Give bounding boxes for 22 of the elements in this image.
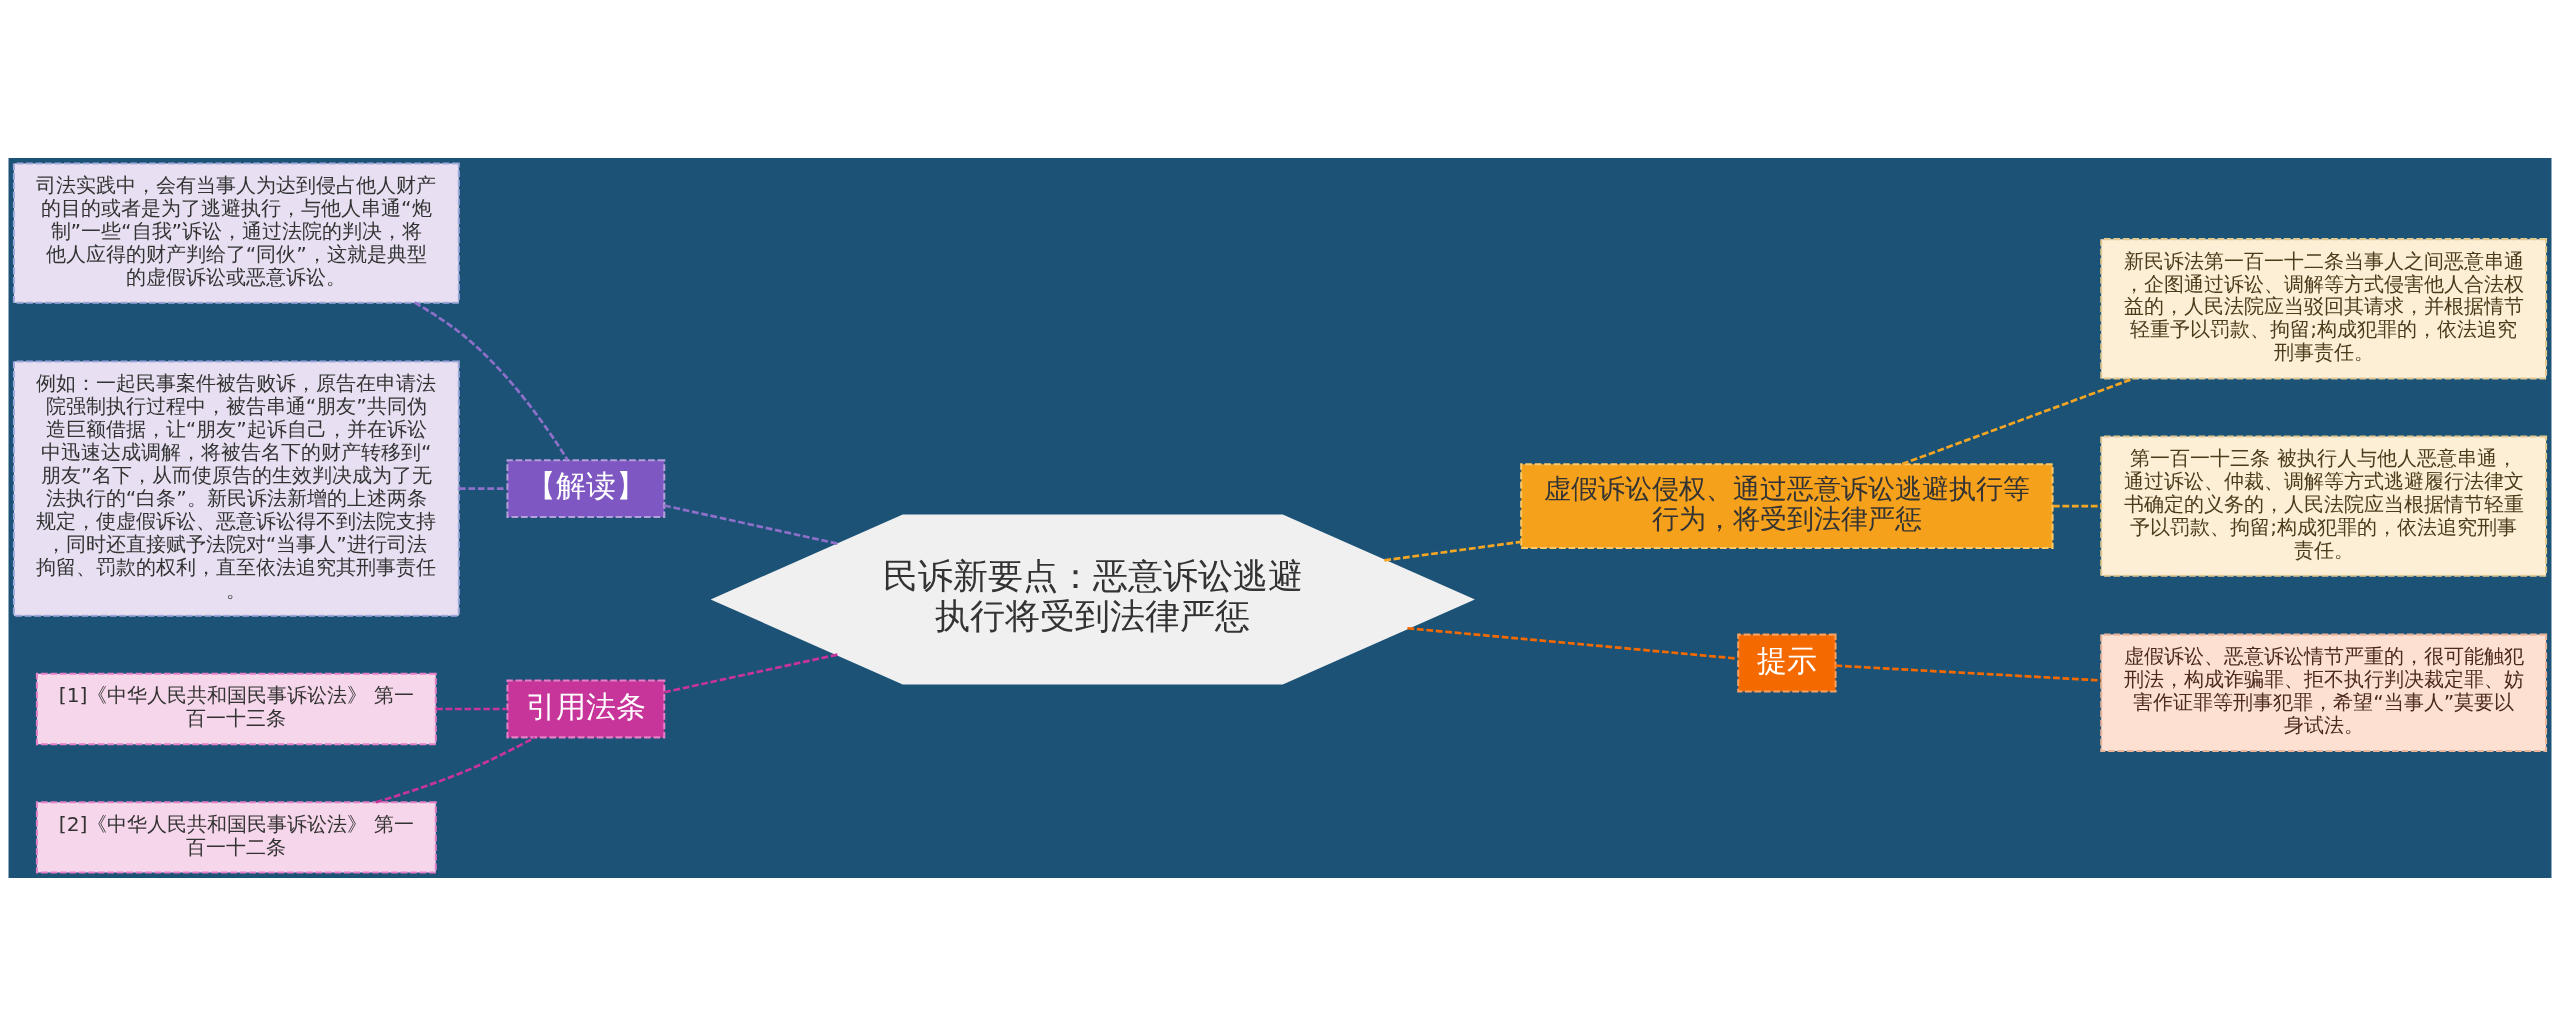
connector bbox=[1835, 663, 2102, 682]
node-box: 例如：一起民事案件被告败诉，原告在申请法院强制执行过程中，被告串通“朋友”共同伪造巨额借据，让“朋友”起诉自己，并在诉讼中迅速达成调解，将被告名下的财产转移到“朋友”名下，从而使原告的生效判决成为了无法执行的“白条”。新民诉法新增的上述两条规定，使虚假诉讼、恶意诉讼得不到法院支持，同时还直接赋予法院对“当事人”进行司法拘留、罚款的权利，直至依法追究其刑事责任。 bbox=[12, 359, 460, 617]
connector bbox=[375, 735, 536, 804]
connector bbox=[458, 486, 508, 490]
connector bbox=[1384, 540, 1521, 562]
connector bbox=[664, 503, 839, 545]
node-box: [1]《中华人民共和国民事诉讼法》 第一百一十三条 bbox=[35, 672, 437, 745]
connector bbox=[1407, 626, 1738, 660]
node-box: 新民诉法第一百一十二条当事人之间恶意串通，企图通过诉讼、调解等方式侵害他人合法权益的，人民法院应当驳回其请求，并根据情节轻重予以罚款、拘留;构成犯罪的，依法追究刑事责任。 bbox=[2100, 237, 2548, 379]
node-box: 司法实践中，会有当事人为达到侵占他人财产的目的或者是为了逃避执行，与他人串通“炮制”一些“自我”诉讼，通过法院的判决，将他人应得的财产判给了“同伙”，这就是典型的虚假诉讼或恶意诉讼。 bbox=[12, 161, 460, 304]
connector bbox=[2052, 504, 2102, 508]
node-box: 第一百一十三条 被执行人与他人恶意串通，通过诉讼、仲裁、调解等方式逃避履行法律文书确定的义务的，人民法院应当根据情节轻重予以罚款、拘留;构成犯罪的，依法追究刑事责任。 bbox=[2100, 435, 2548, 577]
node-box: 提示 bbox=[1737, 633, 1837, 692]
node-box: 虚假诉讼、恶意诉讼情节严重的，很可能触犯刑法，构成诈骗罪、拒不执行判决裁定罪、妨害作证罪等刑事犯罪，希望“当事人”莫要以身试法。 bbox=[2100, 633, 2548, 752]
node-box: 引用法条 bbox=[506, 679, 666, 738]
node-box: [2]《中华人民共和国民事诉讼法》 第一百一十二条 bbox=[35, 800, 437, 874]
node-box: 【解读】 bbox=[506, 458, 666, 518]
connector bbox=[1901, 376, 2134, 465]
connector bbox=[664, 652, 838, 694]
connector bbox=[435, 707, 508, 710]
node-box: 虚假诉讼侵权、通过恶意诉讼逃避执行等行为，将受到法律严惩 bbox=[1520, 462, 2054, 549]
connector bbox=[414, 301, 569, 460]
